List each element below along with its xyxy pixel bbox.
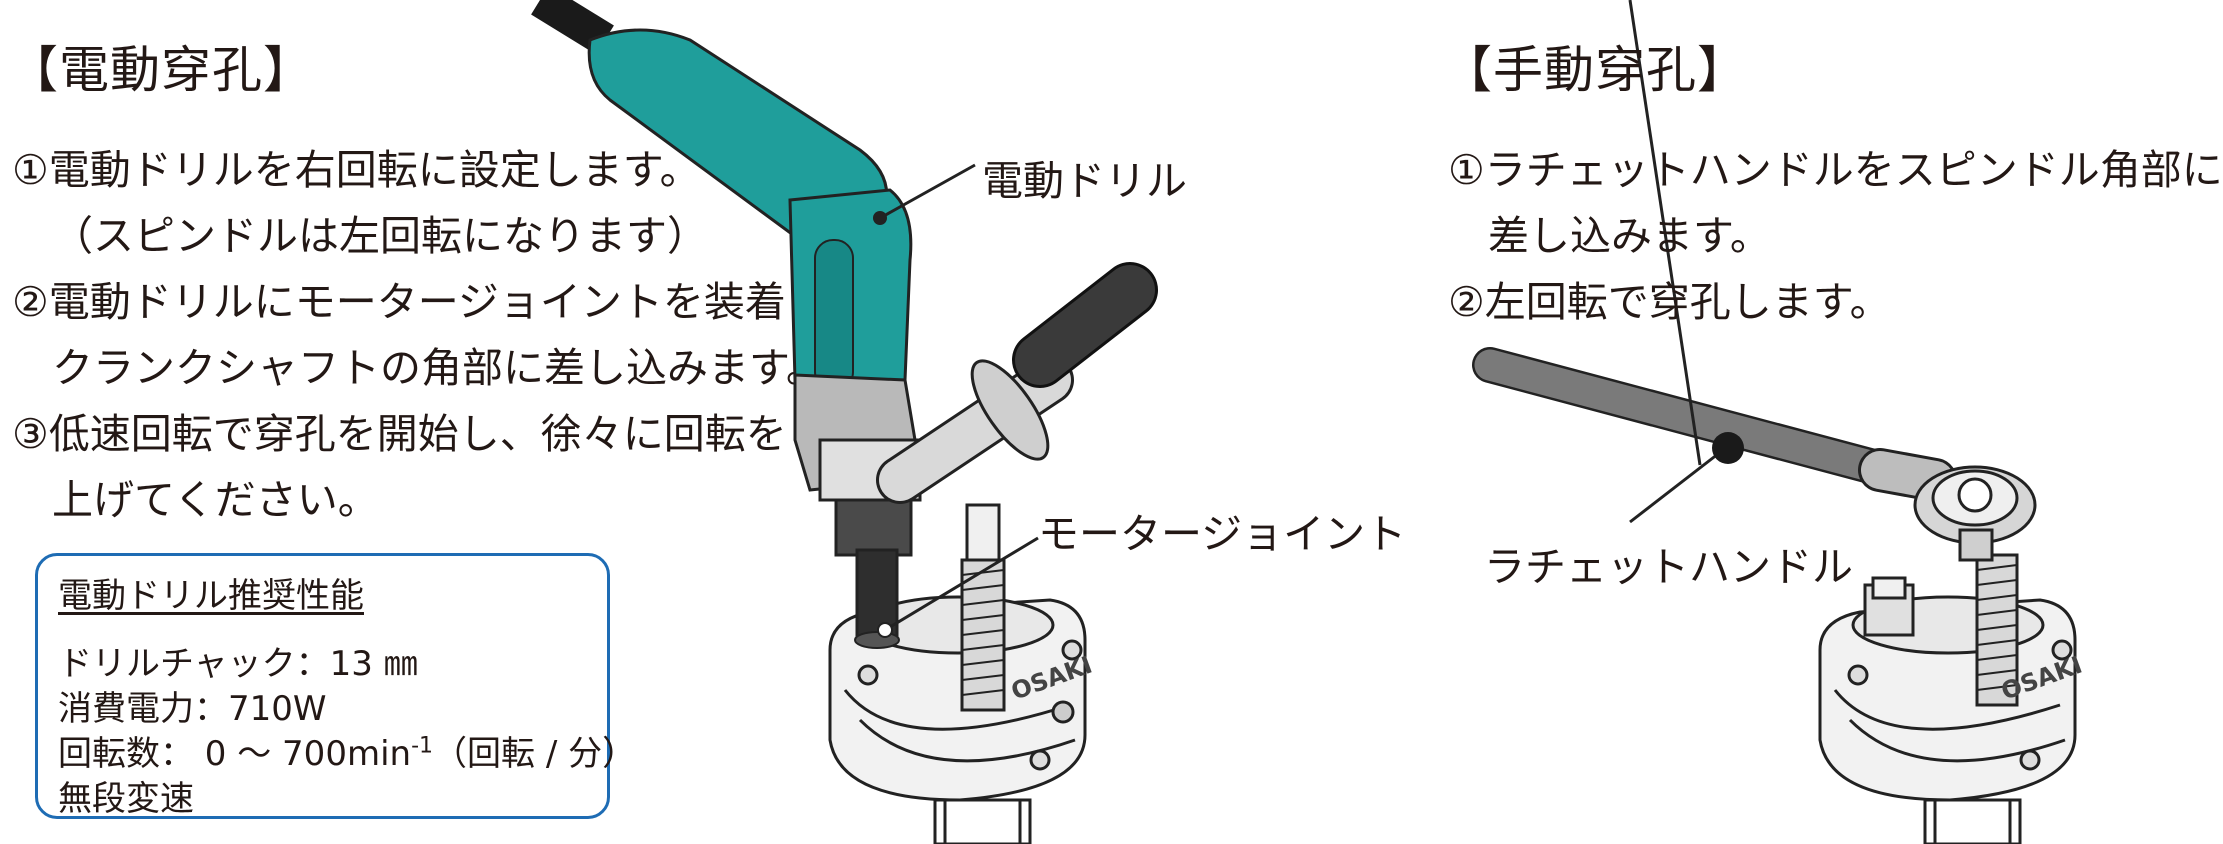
joint-callout-dot [877,622,893,638]
drill-callout-dot [873,211,887,225]
joint-callout-label: モータージョイント [1038,510,1407,558]
left-step-3-cont: 上げてください。 [52,476,379,524]
spec-speed-suffix: （回転 / 分） [433,734,637,774]
right-step-2: ②左回転で穿孔します。 [1448,278,1891,326]
electric-drilling-heading: 【電動穿孔】 [8,41,314,99]
illustrations: OSAKI [531,0,2086,844]
manual-drilling-heading: 【手動穿孔】 [1442,41,1748,99]
electric-drill-illustration [531,0,1158,649]
joint-callout-line [884,536,1039,632]
right-base-device [1818,553,2077,844]
right-step-1: ①ラチェットハンドルをスピンドル角部に [1448,146,2223,194]
spec-speed-exponent: -1 [411,733,434,759]
right-step-1-cont: 差し込みます。 [1488,212,1771,260]
handle-callout-dot [1712,432,1744,464]
left-step-2-cont: クランクシャフトの角部に差し込みます。 [52,344,827,392]
spec-power: 消費電力：710W [58,689,327,729]
left-step-2: ②電動ドリルにモータージョイントを装着し、 [12,278,868,326]
drill-spec-box: 電動ドリル推奨性能 ドリルチャック：13 ㎜ 消費電力：710W 回転数： 0 … [35,553,636,819]
left-step-1-note: （スピンドルは左回転になります） [52,212,708,260]
spec-title: 電動ドリル推奨性能 [58,576,364,616]
ratchet-handle-illustration [1472,347,2037,562]
left-step-3: ③低速回転で穿孔を開始し、徐々に回転を [12,410,787,458]
spec-speed: 回転数： 0 ～ 700min-1（回転 / 分） [58,726,636,775]
drill-callout-label: 電動ドリル [982,157,1187,205]
handle-callout-label: ラチェットハンドル [1484,543,1853,591]
spec-variable-speed: 無段変速 [58,779,194,819]
spec-chuck: ドリルチャック：13 ㎜ [58,644,418,684]
drill-callout-line [881,163,976,219]
left-step-1: ①電動ドリルを右回転に設定します。 [12,146,701,194]
handle-callout-line-main [1629,445,1728,524]
left-base-device [828,503,1087,844]
spec-speed-prefix: 回転数： 0 ～ 700min [58,734,412,774]
handle-callout-line [1628,0,1702,466]
